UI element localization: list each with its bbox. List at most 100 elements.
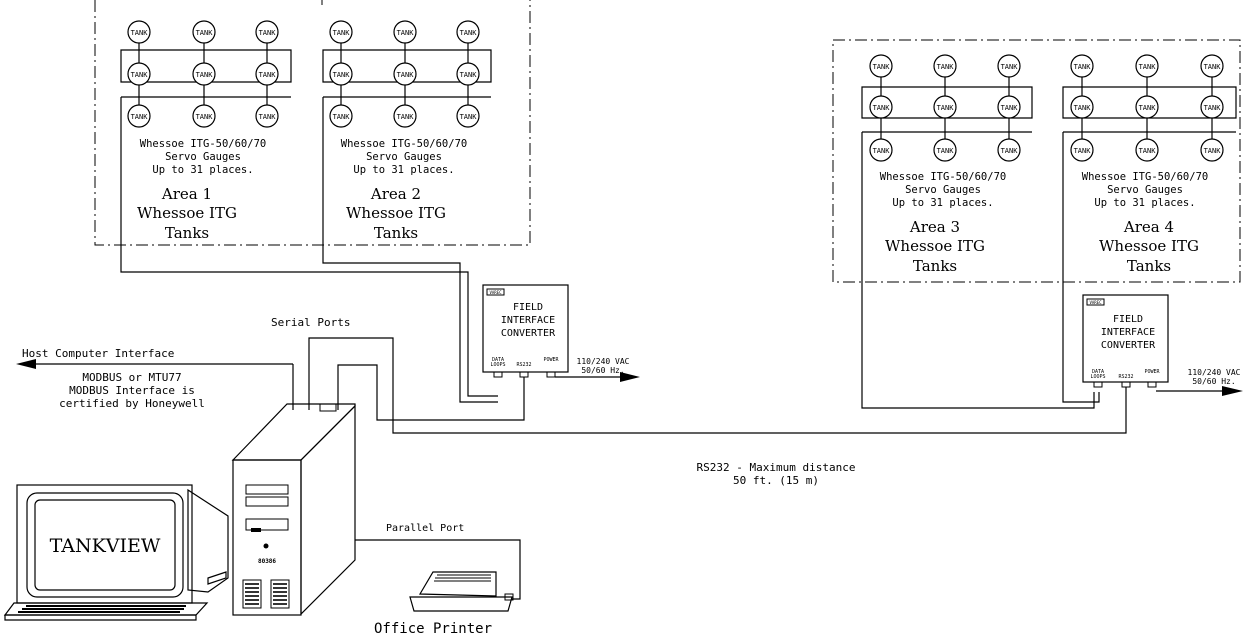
data-loops-port-icon [493, 371, 503, 378]
tank-label: TANK [937, 147, 955, 155]
tank-label: TANK [196, 113, 214, 121]
tank-label: TANK [131, 29, 149, 37]
tank-icon [1070, 54, 1094, 87]
tank-icon [933, 54, 957, 87]
tank-label: TANK [1139, 147, 1157, 155]
tank-label: TANK [873, 63, 891, 71]
host-certification-text: certified by Honeywell [59, 397, 205, 410]
area-2: TANK TANK TANK TANK TANK TANK TANK TANK … [322, 20, 498, 403]
tank-label: TANK [873, 147, 891, 155]
port-power-label: POWER [543, 357, 559, 363]
printer-connection: Parallel Port [355, 523, 521, 600]
tank-label: TANK [1204, 104, 1222, 112]
tank-label: TANK [259, 29, 277, 37]
power-port-icon [546, 371, 556, 378]
host-arrow-icon [16, 359, 36, 369]
computer-tower: 80386 [231, 403, 356, 616]
tank-icon [997, 132, 1021, 162]
tank-label: TANK [937, 63, 955, 71]
tank-label: TANK [397, 113, 415, 121]
tank-icon [1070, 132, 1094, 162]
drive-bay [245, 496, 289, 507]
area-name: Area 3 [909, 218, 960, 236]
tank-label: TANK [196, 71, 214, 79]
area-boundary-right [832, 39, 1241, 283]
tank-label: TANK [1074, 147, 1092, 155]
tank-label: TANK [1001, 147, 1019, 155]
tank-icon [255, 20, 279, 50]
monitor-screen-label: TANKVIEW [50, 535, 161, 557]
converter-title-line2: INTERFACE [1101, 327, 1155, 338]
area-1: TANK TANK TANK TANK TANK TANK TANK TANK … [120, 20, 498, 397]
tank-label: TANK [460, 29, 478, 37]
port-loops-label: LOOPS [490, 362, 505, 368]
tank-icon [456, 97, 480, 128]
host-interface-text: MODBUS Interface is [69, 384, 195, 397]
area-subtitle: Whessoe ITG [885, 237, 985, 255]
tank-icon [1135, 54, 1159, 87]
keyboard-keys-icon [18, 605, 186, 613]
tower-vent-icon [242, 579, 290, 609]
tank-label: TANK [873, 104, 891, 112]
tank-icon [869, 87, 893, 132]
area-subtitle: Whessoe ITG [346, 204, 446, 222]
tank-label: TANK [1139, 63, 1157, 71]
tank-icon [255, 97, 279, 128]
tank-icon [1200, 132, 1224, 162]
area-boundary-left [94, 0, 531, 246]
tank-icon [393, 97, 417, 128]
tank-icon [329, 50, 353, 97]
converter-title-line1: FIELD [1113, 314, 1143, 325]
area-3: TANK TANK TANK TANK TANK TANK TANK TANK … [861, 54, 1095, 409]
rs232-distance-value: 50 ft. (15 m) [733, 474, 819, 487]
converter-title-line3: CONVERTER [501, 328, 556, 339]
rs232-port-icon [1121, 381, 1131, 388]
tank-label: TANK [1139, 104, 1157, 112]
port-rs232-label: RS232 [1118, 374, 1133, 380]
gauge-count-text: Up to 31 places. [353, 164, 454, 176]
converter-title-line1: FIELD [513, 302, 543, 313]
drive-led-icon [251, 528, 261, 532]
converter-title-line2: INTERFACE [501, 315, 555, 326]
power-arrow-icon [1222, 386, 1243, 396]
area-subtitle: Whessoe ITG [1099, 237, 1199, 255]
power-voltage-label: 110/240 VAC [1188, 368, 1241, 377]
gauge-count-text: Up to 31 places. [152, 164, 253, 176]
port-rs232-label: RS232 [516, 362, 531, 368]
area-name: Area 2 [370, 185, 421, 203]
rs232-distance-label: RS232 - Maximum distance [697, 461, 856, 474]
tank-icon [192, 50, 216, 97]
power-port-icon [1147, 381, 1157, 388]
area-name: Area 4 [1123, 218, 1174, 236]
power-button-icon[interactable] [263, 543, 269, 549]
power-frequency-label: 50/60 Hz. [581, 366, 624, 375]
area-group-left: TANK TANK TANK TANK TANK TANK TANK TANK … [94, 0, 531, 403]
gauge-type-text: Servo Gauges [905, 184, 981, 196]
tank-icon [127, 20, 151, 50]
field-interface-converter-2: VAREC FIELD INTERFACE CONVERTER DATA LOO… [1082, 294, 1243, 396]
tank-icon [393, 20, 417, 50]
area-4: TANK TANK TANK TANK TANK TANK TANK TANK … [1062, 54, 1237, 403]
tank-icon [393, 50, 417, 97]
gauge-type-text: Servo Gauges [366, 151, 442, 163]
tank-icon [329, 97, 353, 128]
port-loops-label: LOOPS [1090, 374, 1105, 380]
tank-icon [1200, 87, 1224, 132]
tank-icon [933, 132, 957, 162]
tank-icon [869, 54, 893, 87]
office-printer: Office Printer [374, 571, 514, 637]
port-data-label: DATA [1092, 369, 1104, 375]
tank-label: TANK [397, 29, 415, 37]
tank-label: TANK [937, 104, 955, 112]
tank-icon [1200, 54, 1224, 87]
tank-icon [1135, 132, 1159, 162]
power-arrow-icon [620, 372, 640, 382]
gauge-model-text: Whessoe ITG-50/60/70 [341, 138, 467, 150]
tank-label: TANK [131, 113, 149, 121]
parallel-port-label: Parallel Port [386, 523, 464, 534]
area-tanks-label: Tanks [1127, 257, 1171, 275]
tank-label: TANK [333, 29, 351, 37]
tank-icon [192, 97, 216, 128]
